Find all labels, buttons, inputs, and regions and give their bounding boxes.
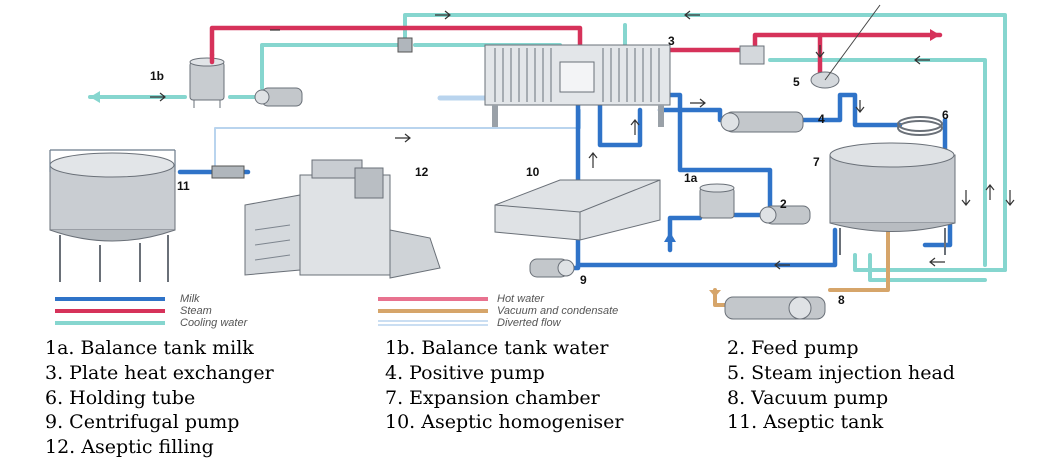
label-10: 10: [526, 165, 540, 179]
holding-tube: [897, 116, 943, 136]
caption-12: 12. Aseptic filling: [45, 436, 214, 458]
positive-pump: [720, 111, 804, 133]
caption-11: 11. Aseptic tank: [727, 411, 884, 433]
label-7: 7: [813, 155, 820, 169]
caption-8: 8. Vacuum pump: [727, 387, 889, 409]
label-12: 12: [415, 165, 429, 179]
flow-arrows: [90, 10, 1015, 270]
caption-1b: 1b. Balance tank water: [385, 337, 609, 359]
label-3: 3: [668, 34, 675, 48]
caption-6: 6. Holding tube: [45, 387, 196, 409]
label-9: 9: [580, 273, 587, 287]
caption-10: 10. Aseptic homogeniser: [385, 411, 624, 433]
label-4: 4: [818, 112, 825, 126]
legend-label-diverted: Diverted flow: [497, 317, 562, 329]
label-6: 6: [942, 108, 949, 122]
feed-pump: [759, 205, 811, 225]
legend-label-milk: Milk: [180, 293, 200, 305]
aseptic-filling-machine: [244, 159, 441, 279]
cooling-pump: [254, 87, 303, 107]
caption-2: 2. Feed pump: [727, 337, 859, 359]
label-1a: 1a: [684, 171, 698, 185]
label-5: 5: [793, 75, 800, 89]
legend-label-steam: Steam: [180, 305, 212, 317]
valve-block: [397, 37, 413, 53]
plate-heat-exchanger: [484, 44, 671, 127]
balance-tank-milk: [664, 183, 735, 242]
diverted-flow-pipes: [214, 95, 581, 171]
label-11: 11: [177, 179, 190, 193]
caption-5: 5. Steam injection head: [727, 362, 955, 384]
vacuum-pipes: [709, 228, 890, 307]
legend-label-cooling: Cooling water: [180, 317, 249, 329]
caption-7: 7. Expansion chamber: [385, 387, 600, 409]
centrifugal-pump: [529, 258, 575, 278]
steam-injection-head: [739, 4, 881, 89]
label-2: 2: [780, 197, 787, 211]
label-1b: 1b: [150, 69, 164, 83]
vacuum-pump: [724, 296, 826, 320]
aseptic-homogeniser: [494, 179, 661, 241]
legend-label-hot: Hot water: [497, 293, 545, 305]
caption-9: 9. Centrifugal pump: [45, 411, 240, 433]
flow-diagram: 1b 1a 2 3 4 5 6 7 8 9 10 11 12 Milk Stea…: [49, 4, 1015, 329]
caption-3: 3. Plate heat exchanger: [45, 362, 274, 384]
balance-tank-water: [189, 52, 225, 108]
caption-4: 4. Positive pump: [385, 362, 545, 384]
caption-1a: 1a. Balance tank milk: [45, 337, 254, 359]
expansion-chamber: [829, 142, 956, 255]
label-8: 8: [838, 293, 845, 307]
legend-label-vacuum: Vacuum and condensate: [497, 305, 618, 317]
legend: Milk Steam Cooling water Hot water Vacuu…: [55, 293, 618, 329]
aseptic-tank: [49, 149, 245, 282]
